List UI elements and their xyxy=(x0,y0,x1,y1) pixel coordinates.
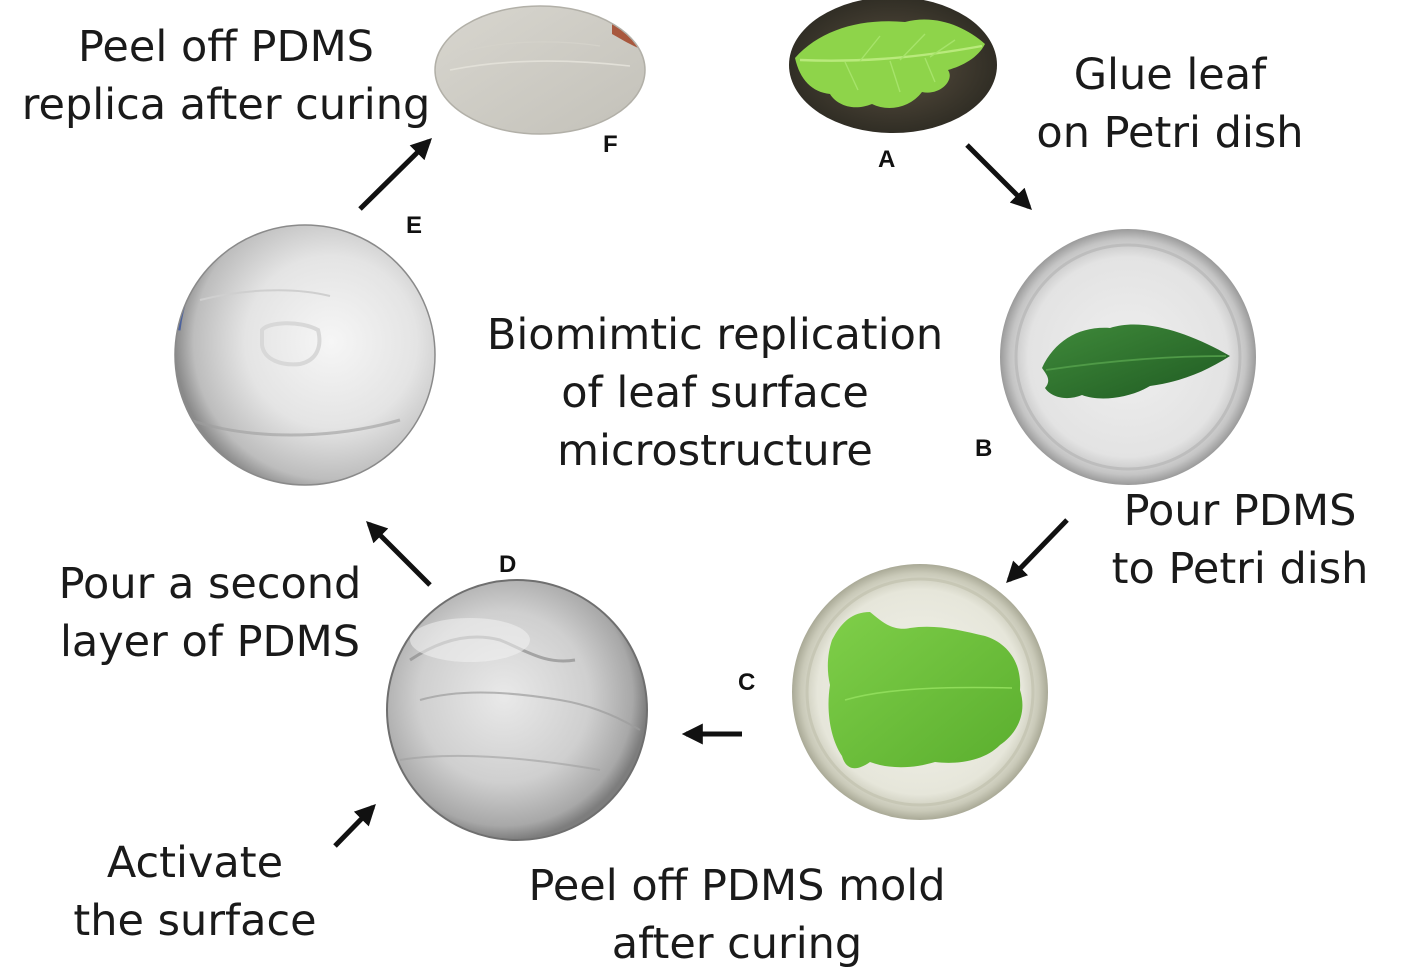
step-c-caption-line-1: Peel off PDMS mold xyxy=(528,861,946,911)
step-f-caption-line-2: replica after curing xyxy=(21,80,431,130)
center-title-line-3: microstructure xyxy=(557,426,873,476)
step-letter-f: F xyxy=(603,131,618,158)
photo-a-fresh-leaf xyxy=(789,0,997,133)
arrow-activate-to-d xyxy=(333,803,376,848)
step-letter-e: E xyxy=(406,212,423,239)
step-a-caption-line-1: Glue leaf xyxy=(1073,50,1267,100)
step-a-caption-line-2: on Petri dish xyxy=(1036,108,1304,158)
step-b-caption-line-1: Pour PDMS xyxy=(1123,486,1357,536)
step-e-caption-line-1: Activate xyxy=(106,838,284,888)
photo-e-activated-disc xyxy=(174,224,436,486)
step-letter-c: C xyxy=(738,669,756,696)
center-title-line-2: of leaf surface xyxy=(561,368,869,418)
step-b-caption: Pour PDMS to Petri dish xyxy=(1090,482,1390,598)
photo-c-pdms-mold xyxy=(792,564,1048,820)
photo-d-pdms-disc xyxy=(386,579,648,841)
center-title: Biomimtic replication of leaf surface mi… xyxy=(460,306,970,480)
arrow-b-to-c xyxy=(1006,518,1069,584)
arrow-e-to-f xyxy=(358,138,432,211)
step-c-caption-line-2: after curing xyxy=(611,919,863,969)
step-e-caption: Activate the surface xyxy=(40,834,350,950)
step-letter-d: D xyxy=(499,551,517,578)
process-arrows xyxy=(333,138,1069,848)
step-c-caption: Peel off PDMS mold after curing xyxy=(492,857,982,973)
step-f-caption: Peel off PDMS replica after curing xyxy=(0,18,452,134)
step-f-caption-line-1: Peel off PDMS xyxy=(78,22,374,72)
photo-f-pdms-replica xyxy=(434,5,646,135)
arrow-d-to-e xyxy=(366,521,432,587)
step-letter-b: B xyxy=(975,435,993,462)
step-b-caption-line-2: to Petri dish xyxy=(1111,544,1369,594)
step-d-caption-line-1: Pour a second xyxy=(58,559,362,609)
step-d-caption-line-2: layer of PDMS xyxy=(59,617,361,667)
center-title-line-1: Biomimtic replication xyxy=(486,310,944,360)
step-a-caption: Glue leaf on Petri dish xyxy=(1010,46,1330,162)
photo-b-dish-with-leaf xyxy=(1000,229,1256,485)
arrow-a-to-b xyxy=(965,143,1032,210)
step-d-caption: Pour a second layer of PDMS xyxy=(30,555,390,671)
step-letter-a: A xyxy=(878,146,896,173)
step-e-caption-line-2: the surface xyxy=(73,896,317,946)
